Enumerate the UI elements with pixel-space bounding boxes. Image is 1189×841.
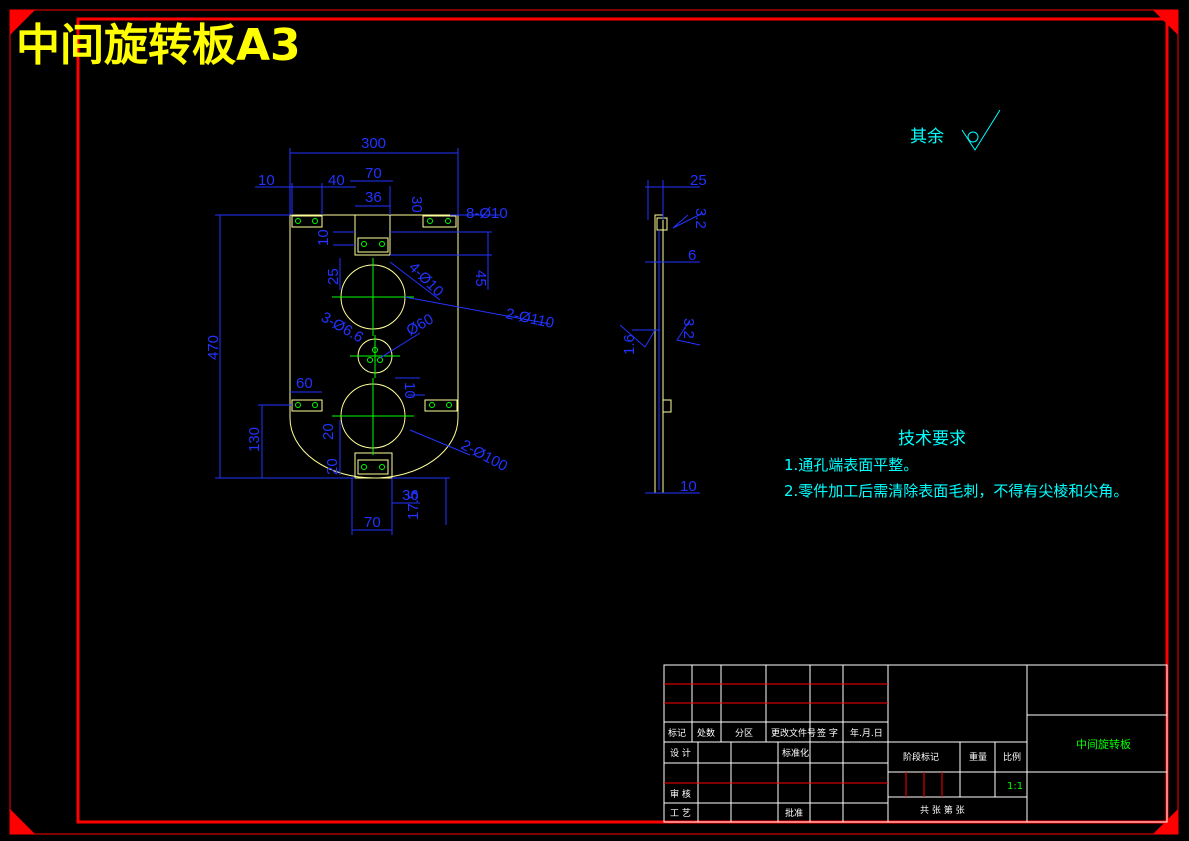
tb-mark: 标记: [668, 727, 686, 739]
dim-v20: 20: [320, 423, 337, 440]
dim-w60: 60: [296, 375, 313, 392]
tb-zone: 分区: [735, 728, 753, 739]
dim-holes4: 4-Ø10: [405, 259, 447, 301]
tb-sheets: 共 张 第 张: [920, 804, 965, 816]
side-dim-6: 6: [688, 247, 696, 264]
dim-v20b: 20: [324, 458, 341, 475]
dim-overall-width: 300: [361, 135, 386, 152]
tb-scale-value: 1:1: [1007, 781, 1023, 792]
slot-tr: [422, 215, 457, 228]
tb-process: 工 艺: [670, 808, 691, 819]
tb-count: 处数: [697, 727, 715, 739]
rough-3-2-a: 3.2: [692, 208, 709, 229]
front-view: [289, 214, 459, 479]
tb-stage-mark: 阶段标记: [903, 751, 939, 763]
dim-height470: 470: [205, 335, 222, 360]
tb-signature: 签 字: [817, 727, 838, 739]
dim-slots-top: 8-Ø10: [466, 205, 508, 222]
side-boss-top: [656, 217, 668, 231]
dim-holes2-100: 2-Ø100: [458, 437, 510, 476]
outer-border: [9, 9, 1179, 835]
dim-height130: 130: [246, 427, 263, 452]
dim-d60: Ø60: [404, 311, 437, 340]
side-view-dimension-texts: 25 6 10 3.2 3.2 1.6: [621, 172, 709, 495]
drawing-title: 中间旋转板A3: [16, 20, 301, 71]
side-view-dimension-lines: [619, 180, 704, 494]
slot-bottom-inner: [357, 459, 389, 475]
tb-review: 审 核: [670, 788, 691, 800]
corner-marker-bl: [10, 809, 35, 834]
dim-70-top: 70: [365, 165, 382, 182]
tech-req-item-1: 1.通孔端表面平整。: [784, 456, 918, 474]
side-dim-10: 10: [680, 478, 697, 495]
slot-br: [424, 399, 458, 412]
tb-date: 年.月.日: [850, 727, 883, 739]
tb-scale: 比例: [1003, 751, 1021, 763]
top-notch: [354, 214, 391, 256]
dim-30: 30: [408, 196, 425, 213]
dim-10: 10: [258, 172, 275, 189]
tb-change-doc: 更改文件号: [771, 727, 816, 739]
title-block: 标记 处数 分区 更改文件号 签 字 年.月.日 设 计 标准化 审 核 工 艺…: [663, 664, 1168, 823]
drawing-frame: [76, 17, 1169, 824]
tb-design: 设 计: [670, 747, 691, 759]
corner-marker-tl: [10, 10, 35, 35]
dim-holes3: 3-Ø6.6: [318, 309, 366, 347]
dim-v10: 10: [315, 229, 332, 246]
dim-w70-bottom: 70: [364, 514, 381, 531]
tech-req-item-2: 2.零件加工后需清除表面毛刺，不得有尖棱和尖角。: [784, 482, 1128, 500]
side-dim-25: 25: [690, 172, 707, 189]
plate-outline: [289, 214, 459, 479]
tb-part-name: 中间旋转板: [1076, 737, 1131, 751]
corner-marker-tr: [1153, 10, 1178, 35]
slot-tl: [291, 215, 323, 228]
dim-v17-5: 17.5: [405, 491, 422, 520]
rough-1-6: 1.6: [621, 334, 638, 355]
side-view: [654, 214, 672, 494]
slot-top-inner: [357, 237, 389, 253]
tb-standardize: 标准化: [782, 747, 809, 759]
roughness-note: 其余: [910, 127, 944, 147]
dim-36-top: 36: [365, 189, 382, 206]
tb-approve: 批准: [785, 807, 803, 819]
dim-v25: 25: [325, 268, 342, 285]
front-view-small-holes: [295, 218, 452, 470]
front-view-dimension-lines: [215, 148, 551, 535]
dim-v10b: 10: [401, 382, 418, 399]
tech-req-title: 技术要求: [898, 429, 966, 449]
side-boss-mid: [662, 399, 672, 413]
roughness-symbol-icon: [961, 109, 1001, 151]
dim-v45: 45: [472, 270, 489, 287]
tb-weight: 重量: [969, 751, 987, 763]
dim-holes2-110: 2-Ø110: [504, 305, 555, 332]
rough-3-2-b: 3.2: [680, 318, 697, 339]
dim-w36-bottom: 36: [402, 487, 419, 504]
front-view-centerlines: [332, 258, 414, 455]
front-view-dimension-texts: 300 10 40 70 36 30 8-Ø10 10 25 45 4-Ø10 …: [205, 135, 556, 531]
dim-40: 40: [328, 172, 345, 189]
